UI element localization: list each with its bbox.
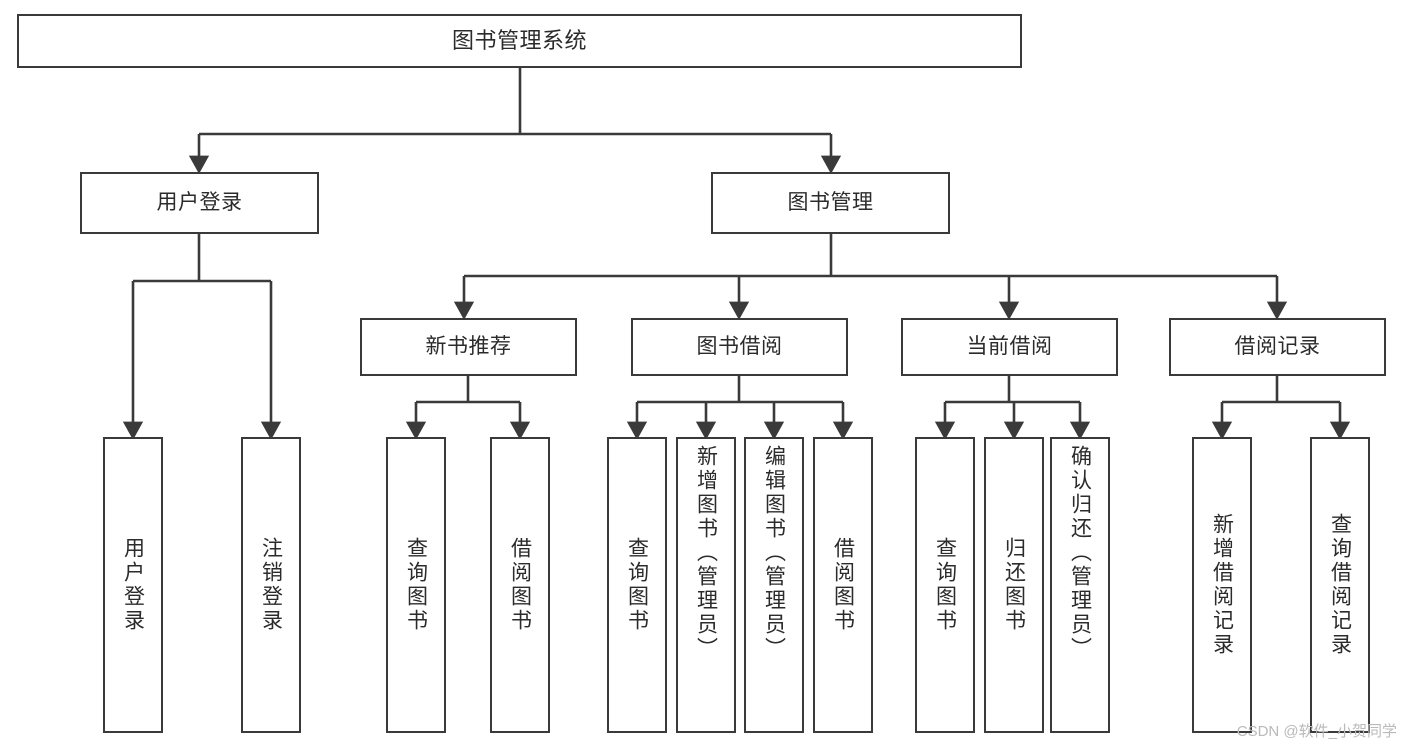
node-leaf-add-record-label: 新增借阅记录 — [1210, 513, 1234, 657]
node-user-login[interactable]: 用户登录 — [80, 172, 319, 234]
node-borrow-record[interactable]: 借阅记录 — [1169, 318, 1386, 376]
node-leaf-borrow-book-1-label: 借阅图书 — [508, 537, 532, 633]
node-leaf-add-book-label: 新增图书（管理员） — [694, 445, 718, 661]
node-current-borrow-label: 当前借阅 — [966, 334, 1053, 358]
node-new-book-rec[interactable]: 新书推荐 — [360, 318, 577, 376]
node-leaf-query-book-1-label: 查询图书 — [404, 537, 428, 633]
node-borrow-record-label: 借阅记录 — [1234, 334, 1321, 358]
node-leaf-query-book-3[interactable]: 查询图书 — [915, 437, 975, 733]
node-leaf-return-book[interactable]: 归还图书 — [984, 437, 1044, 733]
node-book-borrow-label: 图书借阅 — [696, 334, 783, 358]
node-leaf-query-book-1[interactable]: 查询图书 — [386, 437, 446, 733]
node-user-login-label: 用户登录 — [156, 190, 243, 214]
node-current-borrow[interactable]: 当前借阅 — [901, 318, 1118, 376]
node-leaf-add-book[interactable]: 新增图书（管理员） — [676, 437, 736, 733]
node-leaf-query-book-2-label: 查询图书 — [625, 537, 649, 633]
node-book-manage-label: 图书管理 — [787, 190, 874, 214]
node-leaf-user-login-label: 用户登录 — [121, 537, 145, 633]
node-leaf-confirm-return[interactable]: 确认归还（管理员） — [1050, 437, 1110, 733]
node-leaf-confirm-return-label: 确认归还（管理员） — [1068, 445, 1092, 661]
node-leaf-user-logout-label: 注销登录 — [259, 537, 283, 633]
node-book-borrow[interactable]: 图书借阅 — [631, 318, 848, 376]
node-leaf-user-login[interactable]: 用户登录 — [103, 437, 163, 733]
node-leaf-query-record-label: 查询借阅记录 — [1328, 513, 1352, 657]
node-root[interactable]: 图书管理系统 — [17, 14, 1022, 68]
node-leaf-return-book-label: 归还图书 — [1002, 537, 1026, 633]
watermark-text: CSDN @软件_小贺同学 — [1236, 723, 1397, 740]
node-leaf-query-book-2[interactable]: 查询图书 — [607, 437, 667, 733]
node-leaf-user-logout[interactable]: 注销登录 — [241, 437, 301, 733]
node-leaf-borrow-book-2[interactable]: 借阅图书 — [813, 437, 873, 733]
node-leaf-edit-book[interactable]: 编辑图书（管理员） — [744, 437, 804, 733]
node-leaf-add-record[interactable]: 新增借阅记录 — [1192, 437, 1252, 733]
node-leaf-query-book-3-label: 查询图书 — [933, 537, 957, 633]
node-root-label: 图书管理系统 — [451, 28, 587, 54]
node-book-manage[interactable]: 图书管理 — [711, 172, 950, 234]
node-leaf-borrow-book-2-label: 借阅图书 — [831, 537, 855, 633]
node-new-book-rec-label: 新书推荐 — [425, 334, 512, 358]
node-leaf-borrow-book-1[interactable]: 借阅图书 — [490, 437, 550, 733]
node-leaf-edit-book-label: 编辑图书（管理员） — [762, 445, 786, 661]
node-leaf-query-record[interactable]: 查询借阅记录 — [1310, 437, 1370, 733]
